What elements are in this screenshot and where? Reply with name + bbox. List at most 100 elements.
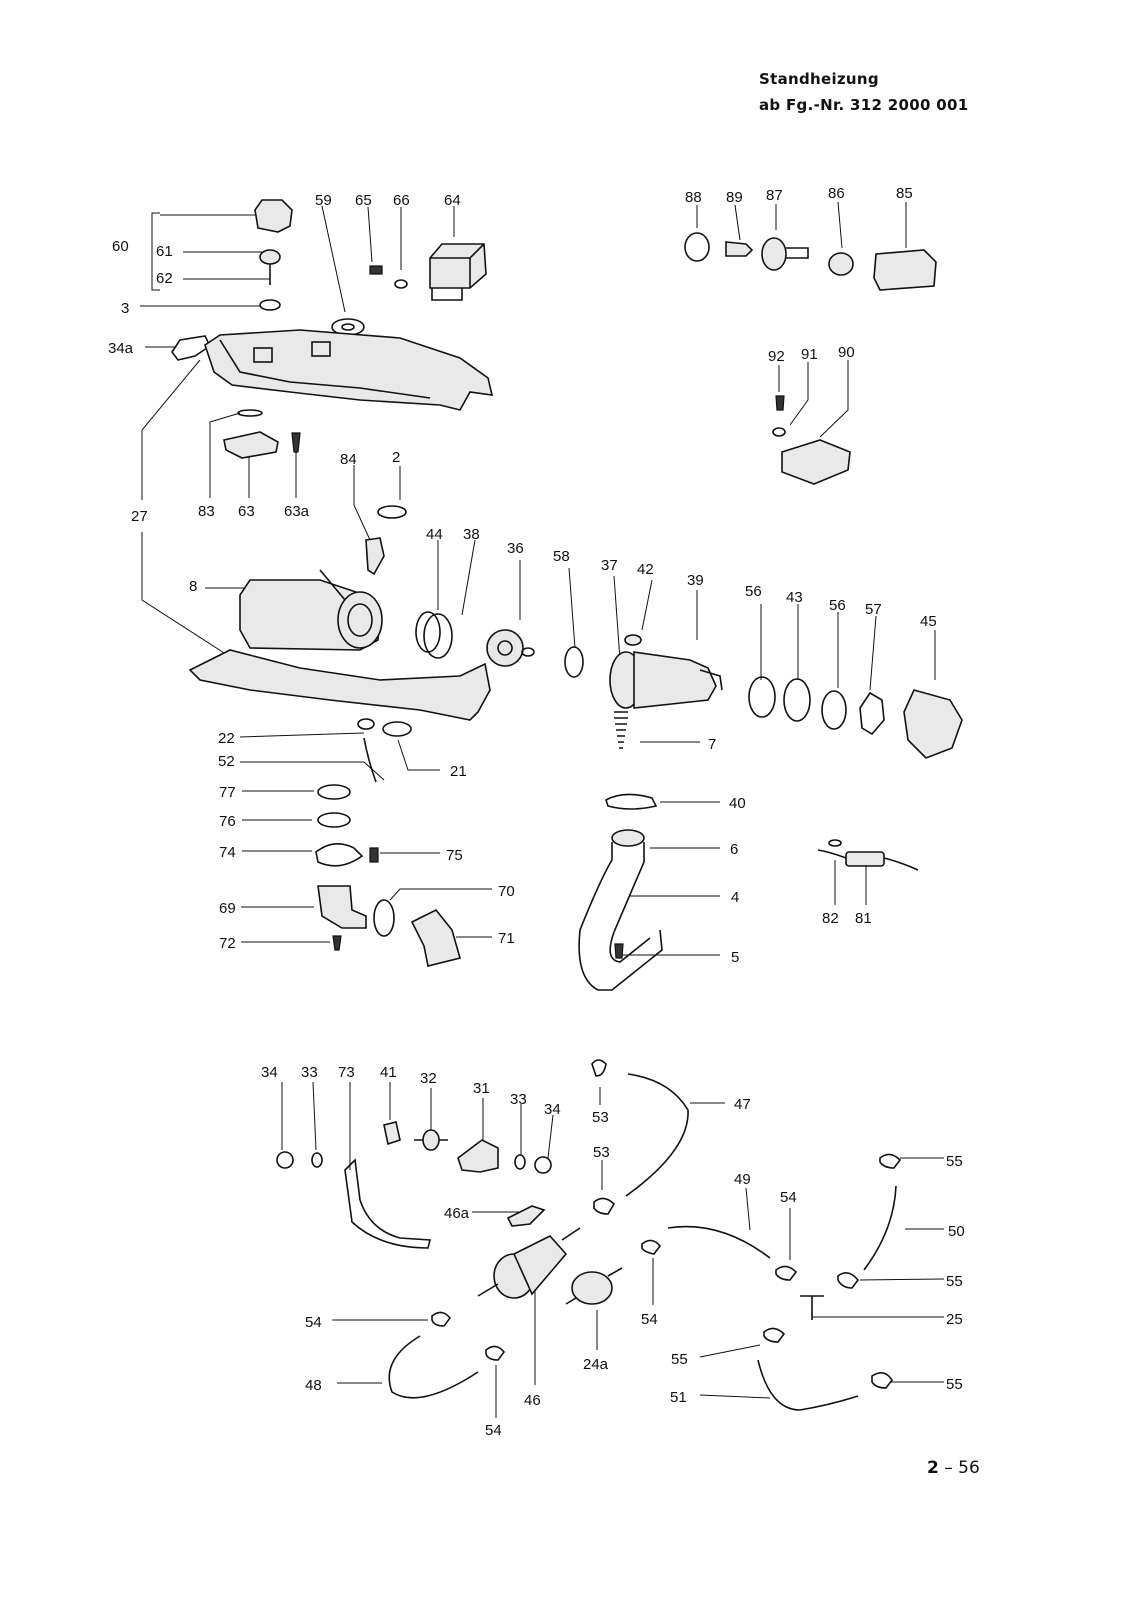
part-label-22: 22 [218, 730, 235, 747]
washer-91-drawing [772, 427, 786, 437]
part-label-57: 57 [865, 601, 882, 618]
part-label-63a: 63a [284, 503, 310, 520]
part-label-46a: 46a [444, 1205, 470, 1222]
clip-54d-drawing [485, 1345, 506, 1361]
chapter-number: 2 [927, 1458, 939, 1478]
part-label-27: 27 [131, 508, 148, 525]
part-label-46: 46 [524, 1392, 541, 1409]
part-label-33: 33 [510, 1091, 527, 1108]
part-label-41: 41 [380, 1064, 397, 1081]
washer-22-drawing [357, 718, 375, 730]
cover-45-drawing [903, 689, 963, 759]
clip-54b-drawing [775, 1265, 798, 1281]
part-label-54: 54 [485, 1422, 502, 1439]
part-label-40: 40 [729, 795, 746, 812]
screw-63a-drawing [291, 432, 301, 453]
part-label-5: 5 [731, 949, 739, 966]
part-label-85: 85 [896, 185, 913, 202]
clip-53b-drawing [593, 1197, 616, 1215]
mount-32-drawing [414, 1129, 448, 1151]
gasket-57-drawing [859, 691, 885, 736]
part-label-82: 82 [822, 910, 839, 927]
clip-55c-drawing [763, 1327, 786, 1343]
part-label-91: 91 [801, 346, 818, 363]
part-label-6: 6 [730, 841, 738, 858]
part-label-89: 89 [726, 189, 743, 206]
part-label-4: 4 [731, 889, 739, 906]
bracket-31-drawing [457, 1139, 499, 1173]
clamp-74-drawing [315, 843, 364, 867]
relay-90-drawing [781, 439, 851, 485]
switch-assembly-drawing [254, 199, 293, 311]
part-label-81: 81 [855, 910, 872, 927]
seal-70-drawing [373, 899, 395, 937]
screw-92-drawing [775, 395, 785, 411]
bracket-34a-drawing [171, 335, 212, 361]
screw-65-drawing [369, 265, 383, 275]
page-number-value: 56 [958, 1458, 980, 1478]
ring-88-drawing [684, 232, 710, 262]
part-label-63: 63 [238, 503, 255, 520]
gasket-21-drawing [382, 721, 412, 737]
part-label-66: 66 [393, 192, 410, 209]
fuel-filter-24a-drawing [565, 1267, 623, 1305]
bulb-89-drawing [725, 241, 754, 257]
part-label-64: 64 [444, 192, 461, 209]
screw-72-drawing [332, 935, 342, 951]
switch-63-drawing [223, 431, 279, 459]
part-label-92: 92 [768, 348, 785, 365]
clip-53-drawing [591, 1059, 607, 1077]
part-label-77: 77 [219, 784, 236, 801]
page-number-dash: – [944, 1458, 953, 1478]
clip-41-drawing [383, 1121, 401, 1146]
washer-66-drawing [394, 279, 408, 289]
part-label-65: 65 [355, 192, 372, 209]
bracket-73-drawing [344, 1158, 432, 1249]
part-label-61: 61 [156, 243, 173, 260]
part-label-54: 54 [780, 1189, 797, 1206]
clip-54-drawing [641, 1239, 662, 1255]
part-label-53: 53 [593, 1144, 610, 1161]
part-label-74: 74 [219, 844, 236, 861]
part-label-72: 72 [219, 935, 236, 952]
part-label-73: 73 [338, 1064, 355, 1081]
hose-51-drawing [757, 1359, 859, 1411]
elbow-69-drawing [317, 885, 367, 929]
part-label-2: 2 [392, 449, 400, 466]
part-label-60: 60 [112, 238, 129, 255]
hose-50-drawing [863, 1185, 897, 1271]
burner-39-drawing [609, 634, 723, 709]
exhaust-pipe-4-drawing [578, 829, 663, 991]
part-label-21: 21 [450, 763, 467, 780]
nut-34b-drawing [534, 1156, 552, 1174]
ring-56-drawing [748, 676, 776, 718]
part-label-56: 56 [829, 597, 846, 614]
control-unit-64-drawing [429, 243, 487, 301]
washer-33b-drawing [514, 1154, 526, 1170]
part-label-34: 34 [544, 1101, 561, 1118]
nut-86-drawing [828, 252, 854, 276]
hose-49-drawing [667, 1225, 771, 1259]
part-label-48: 48 [305, 1377, 322, 1394]
part-label-24a: 24a [583, 1356, 609, 1373]
screw-75-drawing [369, 847, 379, 863]
part-label-58: 58 [553, 548, 570, 565]
part-label-8: 8 [189, 578, 197, 595]
nut-34-drawing [276, 1151, 294, 1169]
part-label-43: 43 [786, 589, 803, 606]
part-label-62: 62 [156, 270, 173, 287]
part-label-49: 49 [734, 1171, 751, 1188]
part-label-50: 50 [948, 1223, 965, 1240]
knob-87-drawing [761, 237, 809, 271]
ring-76-drawing [317, 812, 351, 828]
part-label-83: 83 [198, 503, 215, 520]
fuel-hose-47-drawing [625, 1073, 689, 1197]
part-label-51: 51 [670, 1389, 687, 1406]
clip-55-drawing [879, 1153, 902, 1169]
part-label-44: 44 [426, 526, 443, 543]
clamp-40-drawing [605, 793, 658, 810]
part-label-47: 47 [734, 1096, 751, 1113]
